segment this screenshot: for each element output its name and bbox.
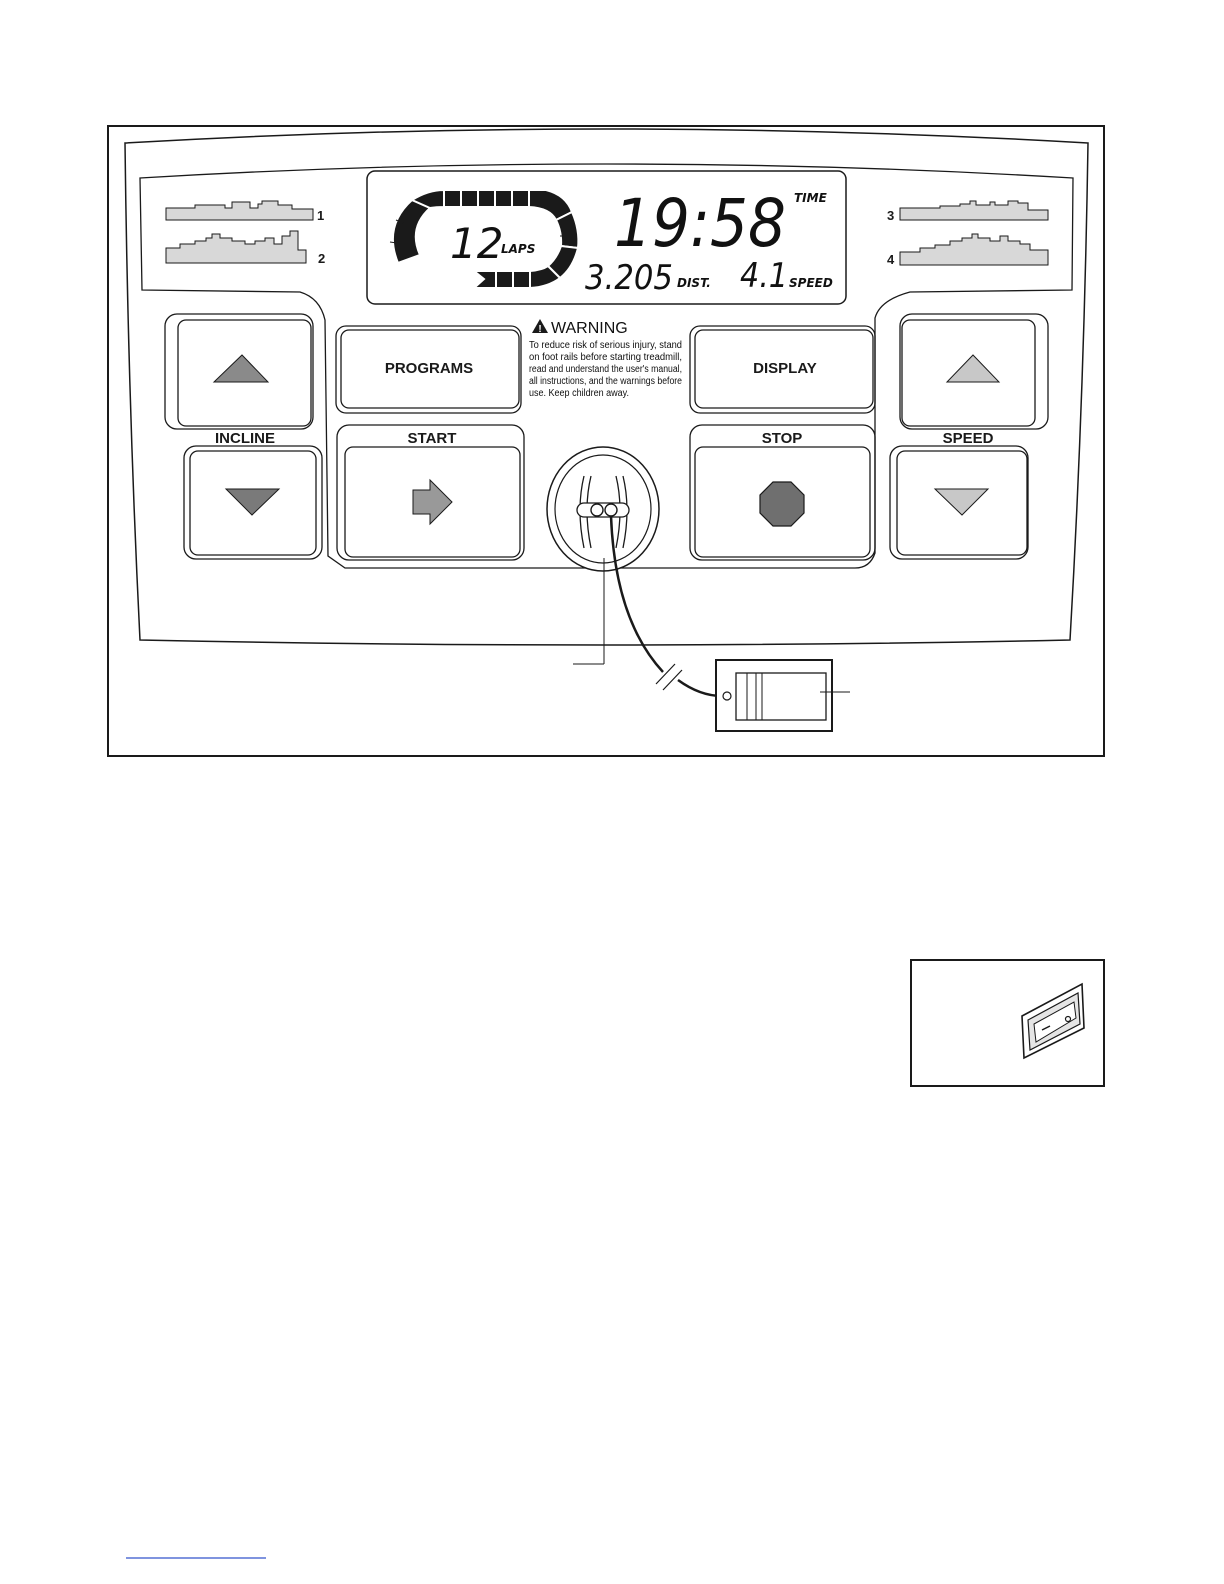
- time-unit: TIME: [794, 191, 828, 205]
- incline-label: INCLINE: [215, 430, 275, 447]
- safety-clip: [716, 660, 832, 731]
- program-label-2: 2: [318, 251, 325, 266]
- stop-octagon-icon: [760, 482, 804, 526]
- svg-text:!: !: [538, 324, 541, 335]
- warning-icon: !: [532, 319, 548, 335]
- speed-value: 4.1: [740, 256, 788, 296]
- laps-value: 12: [450, 219, 503, 268]
- programs-label: PROGRAMS: [385, 360, 473, 377]
- laps-unit: LAPS: [501, 242, 535, 256]
- warning-line-4: all instructions, and the warnings befor…: [529, 376, 682, 387]
- time-value: 19:58: [614, 185, 786, 262]
- program-label-3: 3: [887, 208, 894, 223]
- warning-title: WARNING: [551, 320, 628, 337]
- program-profile-4: [900, 234, 1048, 265]
- display-label: DISPLAY: [753, 360, 817, 377]
- program-profile-1: [166, 201, 313, 220]
- warning-line-5: use. Keep children away.: [529, 388, 629, 399]
- program-label-4: 4: [887, 252, 895, 267]
- start-label: START: [408, 430, 457, 447]
- warning-line-2: on foot rails before starting treadmill,: [529, 352, 682, 363]
- warning-line-1: To reduce risk of serious injury, stand: [529, 340, 682, 351]
- warning-line-3: read and understand the user's manual,: [529, 364, 682, 375]
- program-label-1: 1: [317, 208, 324, 223]
- speed-label: SPEED: [943, 430, 994, 447]
- dist-unit: DIST.: [677, 276, 711, 290]
- stop-label: STOP: [762, 430, 803, 447]
- speed-unit: SPEED: [789, 276, 833, 290]
- dist-value: 3.205: [585, 258, 673, 298]
- program-profile-3: [900, 201, 1048, 220]
- program-profile-2: [166, 231, 306, 263]
- power-switch-icon: [1022, 984, 1084, 1058]
